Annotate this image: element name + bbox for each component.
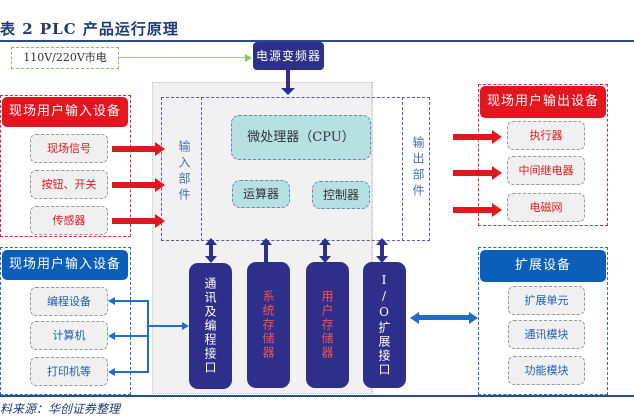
field-output-item: 执行器 (507, 121, 585, 150)
output-arrow-icon (492, 166, 502, 180)
expansion-devices-header: 扩展设备 (480, 250, 606, 282)
output-arrow-icon (492, 130, 502, 144)
field-input-item: 按钮、开关 (30, 170, 108, 199)
system-memory: 系统存储器 (247, 262, 290, 388)
output-arrow-line (453, 170, 495, 176)
cpu-box: 微处理器（CPU） (231, 115, 371, 160)
input-arrow-line (112, 146, 159, 152)
connector-line (112, 300, 148, 302)
input-arrow-line (112, 182, 159, 188)
field-input-item: 现场信号 (30, 134, 108, 163)
input-arrow-icon (155, 142, 165, 156)
expansion-device-item: 通讯模块 (508, 320, 585, 349)
output-arrow-icon (492, 203, 502, 217)
power-down-arrow-icon (281, 88, 295, 95)
input-arrow-line (112, 218, 159, 224)
core-dashed-frame (161, 97, 430, 241)
user-memory: 用户存储器 (306, 262, 349, 388)
input-arrow-icon (155, 214, 165, 228)
mains-arrow-icon (245, 54, 252, 62)
output-unit-label: 输出部件 (411, 136, 425, 200)
bidirectional-arrow-down-icon (319, 256, 331, 263)
field-input-header: 现场用户输入设备 (2, 97, 128, 127)
io-expansion-interface: I/O扩展接口 (363, 262, 406, 388)
bidirectional-arrow-up-icon (205, 238, 217, 245)
io-arrow-right-icon (469, 312, 478, 324)
connector-arrow-icon (108, 297, 115, 305)
expansion-devices-group (478, 247, 608, 395)
bidirectional-arrow-stem (209, 244, 213, 257)
top-rule (0, 40, 634, 42)
field-input-group (0, 95, 131, 237)
output-arrow-line (453, 134, 495, 140)
controller-box: 控制器 (312, 181, 370, 209)
input-unit-frame (161, 97, 202, 241)
connector-arrow-icon (182, 322, 189, 330)
input-arrow-icon (155, 178, 165, 192)
bidirectional-arrow-stem (323, 244, 327, 257)
output-arrow-line (453, 207, 495, 213)
expansion-device-item: 扩展单元 (508, 286, 585, 315)
programming-devices-header: 现场用户输入设备 (2, 250, 128, 280)
mains-power-box: 110V/220V市电 (11, 47, 119, 69)
input-unit-label: 输入部件 (177, 140, 191, 204)
expansion-device-item: 功能模块 (508, 356, 585, 385)
programming-device-item: 计算机 (30, 321, 108, 350)
connector-line (147, 325, 183, 327)
mains-connector-line (119, 57, 247, 58)
io-arrow-stem (418, 315, 470, 320)
arrow-stem (264, 244, 268, 262)
power-down-arrow-stem (286, 70, 290, 90)
arrow-up-icon (260, 238, 272, 245)
field-output-group (478, 84, 608, 226)
programming-device-item: 编程设备 (30, 287, 108, 316)
field-output-header: 现场用户输出设备 (480, 86, 606, 118)
source-note: 料来源：华创证券整理 (0, 402, 121, 416)
bidirectional-arrow-up-icon (319, 238, 331, 245)
comm-programming-interface: 通讯及编程接口 (189, 263, 232, 389)
power-converter-box: 电源变频器 (253, 42, 324, 70)
field-output-item: 中间继电器 (507, 156, 585, 185)
output-unit-frame (402, 97, 430, 241)
connector-arrow-icon (108, 368, 115, 376)
connector-line (112, 371, 148, 373)
programming-device-item: 打印机等 (30, 357, 108, 386)
bidirectional-arrow-down-icon (205, 256, 217, 263)
connector-arrow-icon (108, 332, 115, 340)
io-arrow-left-icon (410, 312, 419, 324)
bottom-rule (0, 395, 634, 397)
figure-title: 表 2 PLC 产品运行原理 (0, 20, 179, 38)
connector-bracket (147, 300, 149, 373)
bidirectional-arrow-up-icon (376, 238, 388, 245)
programming-devices-group (0, 247, 131, 395)
field-input-item: 传感器 (30, 206, 108, 235)
alu-box: 运算器 (232, 180, 290, 208)
field-output-item: 电磁网 (507, 193, 585, 222)
connector-line (112, 335, 148, 337)
bidirectional-arrow-down-icon (376, 256, 388, 263)
bidirectional-arrow-stem (380, 244, 384, 257)
